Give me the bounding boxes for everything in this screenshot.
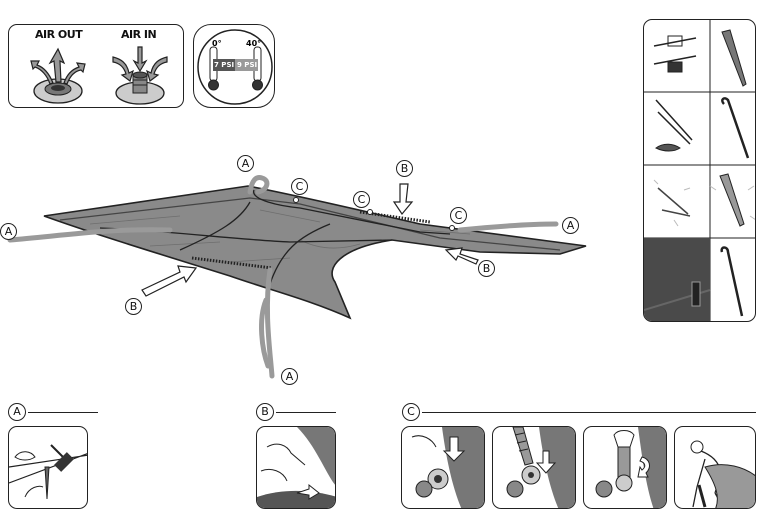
callout-c-right: C [450,207,467,224]
stakes-panel-art [644,20,755,321]
anchor-ropes [7,175,559,379]
air-in-label: AIR IN [121,28,157,41]
arrow-b-left [141,265,198,297]
temp-low-label: 0° [212,39,222,48]
air-in-valve-icon [112,46,168,105]
step-b-panel [256,426,336,509]
callout-c-middle: C [353,191,370,208]
callout-b-right: B [478,260,495,277]
callout-a-left: A [0,223,17,240]
valve-open-illustration [411,427,484,508]
air-valve-panel: AIR OUT AIR IN [8,24,184,108]
step-c-panel-1 [401,426,485,509]
arrow-b-top [392,183,414,216]
psi-high-label: 9 PSI [237,61,258,69]
temp-high-label: 40° [246,39,262,48]
step-c-panel-4 [674,426,756,509]
callout-a-bottom: A [281,368,298,385]
arrow-b-right [444,247,479,265]
thermometer-gauge-icon [197,29,273,105]
step-c-panel-2 [492,426,576,509]
step-b-letter: B [256,403,274,421]
step-c-divider [422,412,756,413]
step-c-panel-3 [583,426,667,509]
callout-b-top: B [396,160,413,177]
seam-pull-illustration [257,427,335,508]
air-out-label: AIR OUT [35,28,83,41]
callout-c-left: C [291,178,308,195]
hose-insert-illustration [506,427,575,508]
callout-a-right: A [562,217,579,234]
step-a-panel [8,426,88,509]
callout-a-top: A [237,155,254,172]
cover-canvas [43,185,587,320]
stakes-panel [643,19,756,322]
pump-inflate-illustration [595,427,666,508]
step-b-divider [276,412,336,413]
air-out-valve-icon [30,47,86,104]
step-a-letter: A [8,403,26,421]
person-lifting-cover-illustration [690,440,755,508]
pressure-gauge-panel: 0° 40° 7 PSI 9 PSI [193,24,275,108]
callout-b-left: B [125,298,142,315]
pool-cover-diagram [7,175,587,379]
seam-dots-2 [191,256,273,270]
step-c-letter: C [402,403,420,421]
clip-icon [653,35,697,73]
stake-hammer-illustration [9,444,87,500]
psi-low-label: 7 PSI [214,61,235,69]
step-a-divider [28,412,98,413]
